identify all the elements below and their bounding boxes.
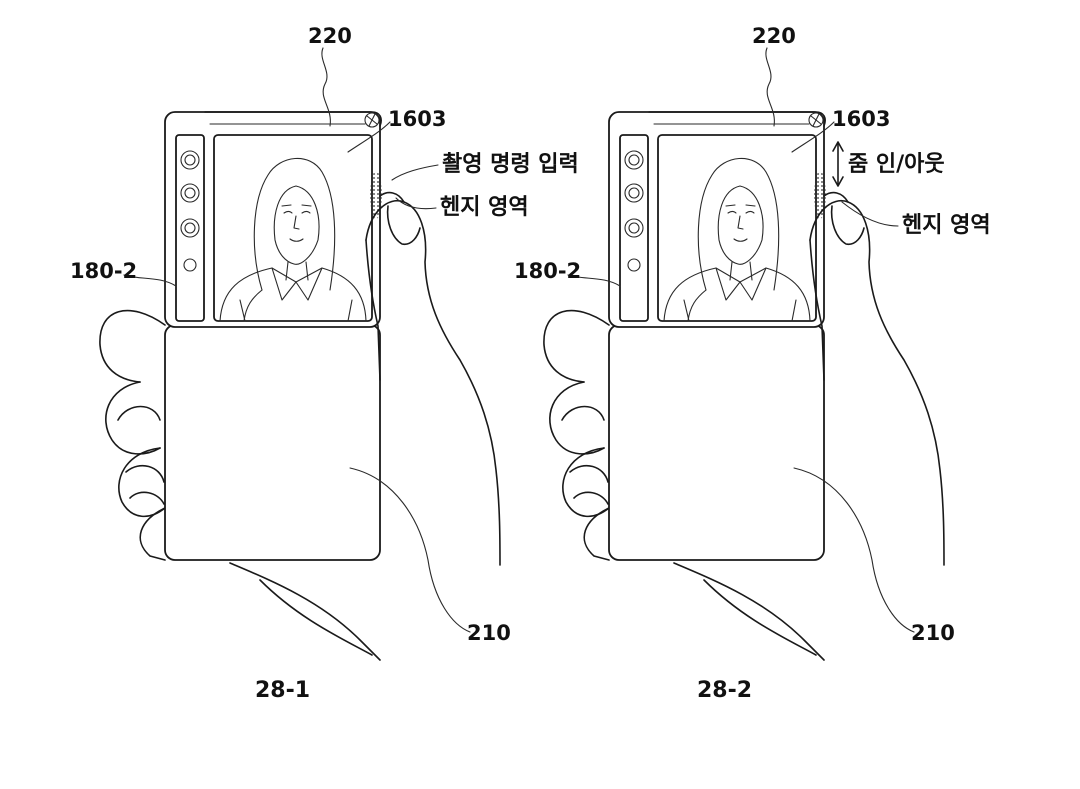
figure-28-2: 220 1603 180-2 210 줌 인/아웃 헨지 영역 28-2 [514,24,991,703]
ref-label-180-2: 180-2 [514,259,581,283]
figure-caption: 28-2 [697,678,752,703]
ref-label-180-2: 180-2 [70,259,137,283]
ref-label-220: 220 [752,24,796,48]
ref-label-210: 210 [911,621,955,645]
capture-command-label: 촬영 명령 입력 [442,152,579,177]
ref-label-210: 210 [467,621,511,645]
bezel-area-label: 헨지 영역 [440,195,529,220]
zoom-in-out-label: 줌 인/아웃 [848,152,945,177]
ref-label-1603: 1603 [388,107,446,131]
ref-label-220: 220 [308,24,352,48]
figure-caption: 28-1 [255,678,310,703]
bezel-area-label: 헨지 영역 [902,213,991,238]
figure-28-1: 220 1603 180-2 210 촬영 명령 입력 헨지 영역 28-1 [70,24,579,703]
ref-label-1603: 1603 [832,107,890,131]
